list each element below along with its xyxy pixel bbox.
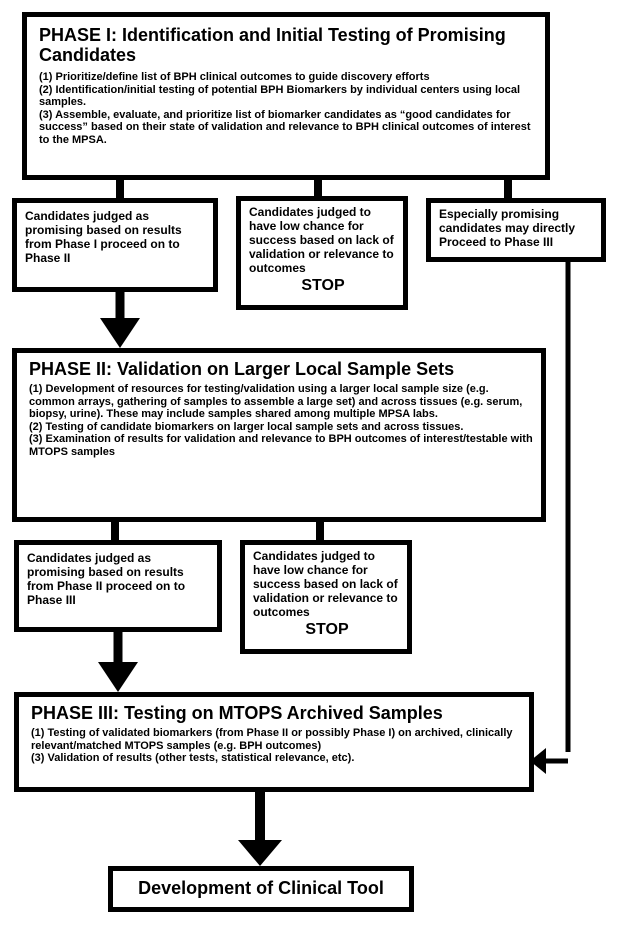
phase3-line-1: (1) Testing of validated biomarkers (fro… [31,727,513,752]
phase2-proceed-text: Candidates judged as promising based on … [27,551,186,607]
arrowhead-to-p3-side [530,748,546,774]
phase2-proceed-box: Candidates judged as promising based on … [14,540,222,632]
phase2-line-3: (3) Examination of results for validatio… [29,433,533,458]
phase2-box: PHASE II: Validation on Larger Local Sam… [12,348,546,522]
phase1-stop-label: STOP [301,277,345,294]
phase2-line-2: (2) Testing of candidate biomarkers on l… [29,420,464,433]
phase3-line-2: (3) Validation of results (other tests, … [31,752,355,764]
phase2-stop-text: Candidates judged to have low chance for… [253,549,398,619]
phase2-stop-label: STOP [305,621,349,638]
final-title: Development of Clinical Tool [138,878,384,898]
phase2-title: PHASE II: Validation on Larger Local Sam… [29,359,455,379]
phase1-stop-box: Candidates judged to have low chance for… [236,196,408,310]
phase1-line-2: (2) Identification/initial testing of po… [39,83,521,109]
phase1-title: PHASE I: Identification and Initial Test… [39,25,506,65]
phase1-direct-box: Especially promising candidates may dire… [426,198,606,262]
phase2-line-1: (1) Development of resources for testing… [29,383,523,420]
phase1-line-1: (1) Prioritize/define list of BPH clinic… [39,71,430,83]
phase1-proceed-text: Candidates judged as promising based on … [25,209,182,265]
phase1-box: PHASE I: Identification and Initial Test… [22,12,550,180]
arrowhead-to-final [238,840,282,866]
final-box: Development of Clinical Tool [108,866,414,912]
arrowhead-to-p3 [98,662,138,692]
phase1-stop-text: Candidates judged to have low chance for… [249,205,394,275]
phase3-title: PHASE III: Testing on MTOPS Archived Sam… [31,703,443,723]
phase3-box: PHASE III: Testing on MTOPS Archived Sam… [14,692,534,792]
phase2-stop-box: Candidates judged to have low chance for… [240,540,412,654]
phase1-proceed-box: Candidates judged as promising based on … [12,198,218,292]
phase1-line-3: (3) Assemble, evaluate, and prioritize l… [39,108,531,146]
arrowhead-to-p2 [100,318,140,348]
phase1-direct-text: Especially promising candidates may dire… [439,207,576,249]
